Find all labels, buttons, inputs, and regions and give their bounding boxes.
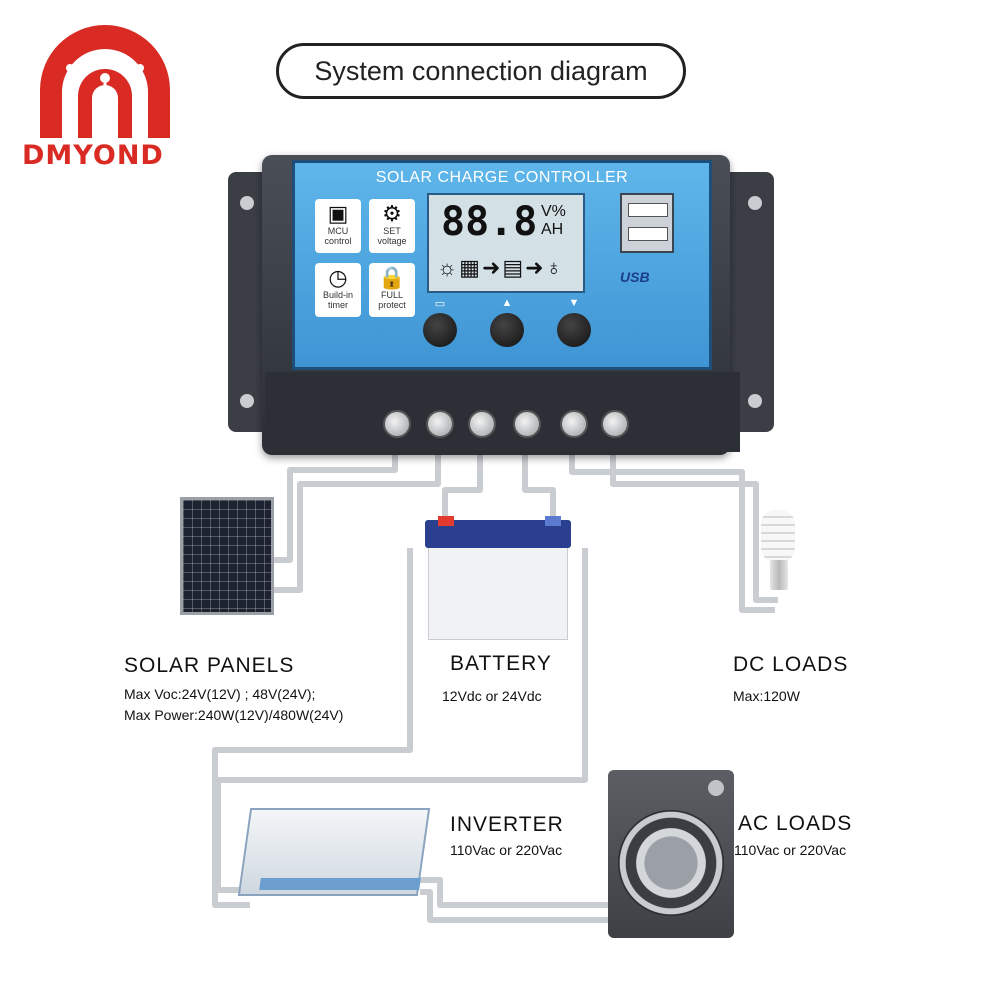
usb-label: USB <box>620 269 650 285</box>
inverter-stripe <box>259 878 421 890</box>
ac-loads-title: AC LOADS <box>738 812 853 835</box>
mount-hole <box>748 196 762 210</box>
terminal-battery-positive <box>468 410 496 438</box>
feature-timer: ◷ Build-in timer <box>315 263 361 317</box>
terminal-solar-negative <box>426 410 454 438</box>
lcd-unit-top: V% <box>541 203 566 220</box>
solar-panel-image <box>180 497 274 615</box>
battery-image <box>428 530 568 640</box>
dc-loads-title: DC LOADS <box>733 653 849 676</box>
battery-title: BATTERY <box>450 652 552 675</box>
menu-button[interactable] <box>423 313 457 347</box>
feature-label: control <box>324 236 352 246</box>
diagram-title: System connection diagram <box>276 43 686 99</box>
feature-label: MCU <box>327 226 349 236</box>
up-arrow-icon: ▲ <box>501 297 513 309</box>
up-button[interactable] <box>490 313 524 347</box>
terminal-block <box>265 372 740 452</box>
menu-icon: ▭ <box>434 298 446 310</box>
inverter-title: INVERTER <box>450 813 564 836</box>
lcd-digits: 88.8 <box>441 199 538 245</box>
solar-title: SOLAR PANELS <box>124 654 295 677</box>
bulb-base <box>770 560 788 590</box>
mount-hole <box>240 394 254 408</box>
down-button[interactable] <box>557 313 591 347</box>
usb-slot <box>628 203 668 217</box>
lock-icon: 🔒 <box>378 265 406 290</box>
usb-slot <box>628 227 668 241</box>
feature-full-protect: 🔒 FULL protect <box>369 263 415 317</box>
ac-loads-voltage: 110Vac or 220Vac <box>734 842 847 858</box>
logo-text: DMYOND <box>22 140 164 171</box>
feature-set-voltage: ⚙ SET voltage <box>369 199 415 253</box>
down-arrow-icon: ▼ <box>568 297 580 309</box>
lcd-display: 88.8 V% AH ☼▦➜▤➜♁ <box>427 193 585 293</box>
bulb-icon <box>761 510 795 562</box>
chip-icon: ▣ <box>327 201 349 226</box>
terminal-load-negative <box>601 410 629 438</box>
washing-machine-door <box>618 810 724 916</box>
battery-negative-terminal <box>545 516 561 526</box>
logo-mark-icon <box>40 25 170 138</box>
lcd-unit-bottom: AH <box>541 221 564 238</box>
terminal-load-positive <box>560 410 588 438</box>
battery-positive-terminal <box>438 516 454 526</box>
feature-label: SET <box>383 226 401 236</box>
dc-loads-max: Max:120W <box>733 688 800 704</box>
controller-panel-title: SOLAR CHARGE CONTROLLER <box>375 169 629 186</box>
solar-voc: Max Voc:24V(12V) ; 48V(24V); <box>124 686 316 702</box>
terminal-solar-positive <box>383 410 411 438</box>
gear-icon: ⚙ <box>382 201 402 226</box>
terminal-battery-negative <box>513 410 541 438</box>
clock-icon: ◷ <box>328 265 348 290</box>
inverter-voltage: 110Vac or 220Vac <box>450 842 563 858</box>
feature-mcu-control: ▣ MCU control <box>315 199 361 253</box>
feature-label: Build-in <box>322 290 353 300</box>
feature-label: FULL <box>380 290 403 300</box>
feature-label: timer <box>328 300 348 310</box>
feature-label: voltage <box>377 236 407 246</box>
mount-hole <box>240 196 254 210</box>
feature-label: protect <box>378 300 406 310</box>
battery-voltage: 12Vdc or 24Vdc <box>442 688 542 704</box>
washing-machine-knob <box>708 780 724 796</box>
solar-power: Max Power:240W(12V)/480W(24V) <box>124 707 344 723</box>
mount-hole <box>748 394 762 408</box>
controller-panel: SOLAR CHARGE CONTROLLER ▣ MCU control ⚙ … <box>292 160 712 370</box>
lcd-flow-icons: ☼▦➜▤➜♁ <box>437 255 565 280</box>
usb-port <box>620 193 674 253</box>
